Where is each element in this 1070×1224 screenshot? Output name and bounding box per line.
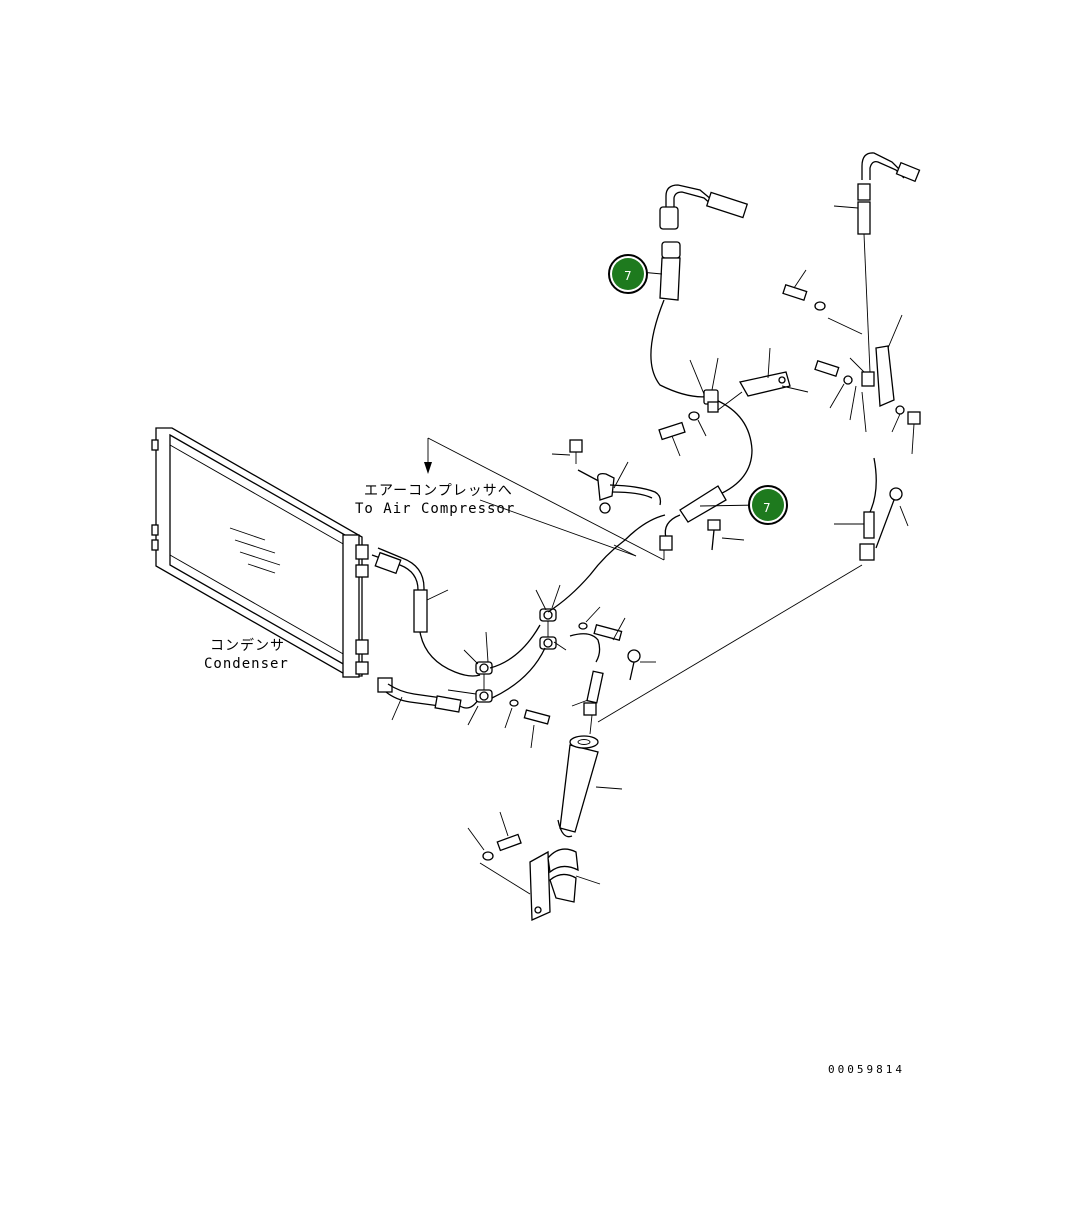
condenser-upper-hose (371, 547, 449, 633)
right-hose (782, 152, 921, 561)
compressor-label-en: To Air Compressor (355, 501, 515, 517)
center-clamp-pair (535, 584, 567, 651)
compressor-hose (551, 439, 662, 514)
callout-7-lower: 7 (748, 485, 788, 525)
condenser-label-jp: コンデンサ (210, 637, 285, 654)
condenser-label-en: Condenser (204, 656, 289, 672)
callout-7-upper: 7 (608, 254, 648, 294)
upper-center-hose (639, 184, 761, 551)
callout-7-lower-number: 7 (763, 501, 771, 515)
callout-7-upper-number: 7 (624, 269, 632, 283)
receiver-dryer (557, 735, 623, 838)
condenser-lower-hose (377, 677, 462, 721)
part-number: 00059814 (828, 1063, 905, 1076)
dryer-bracket (467, 811, 601, 921)
compressor-pointer (424, 437, 665, 561)
condenser (151, 427, 369, 678)
left-clamp-pair (447, 631, 551, 749)
compressor-label-jp: エアーコンプレッサへ (364, 483, 513, 499)
upper-clamp (658, 347, 809, 457)
